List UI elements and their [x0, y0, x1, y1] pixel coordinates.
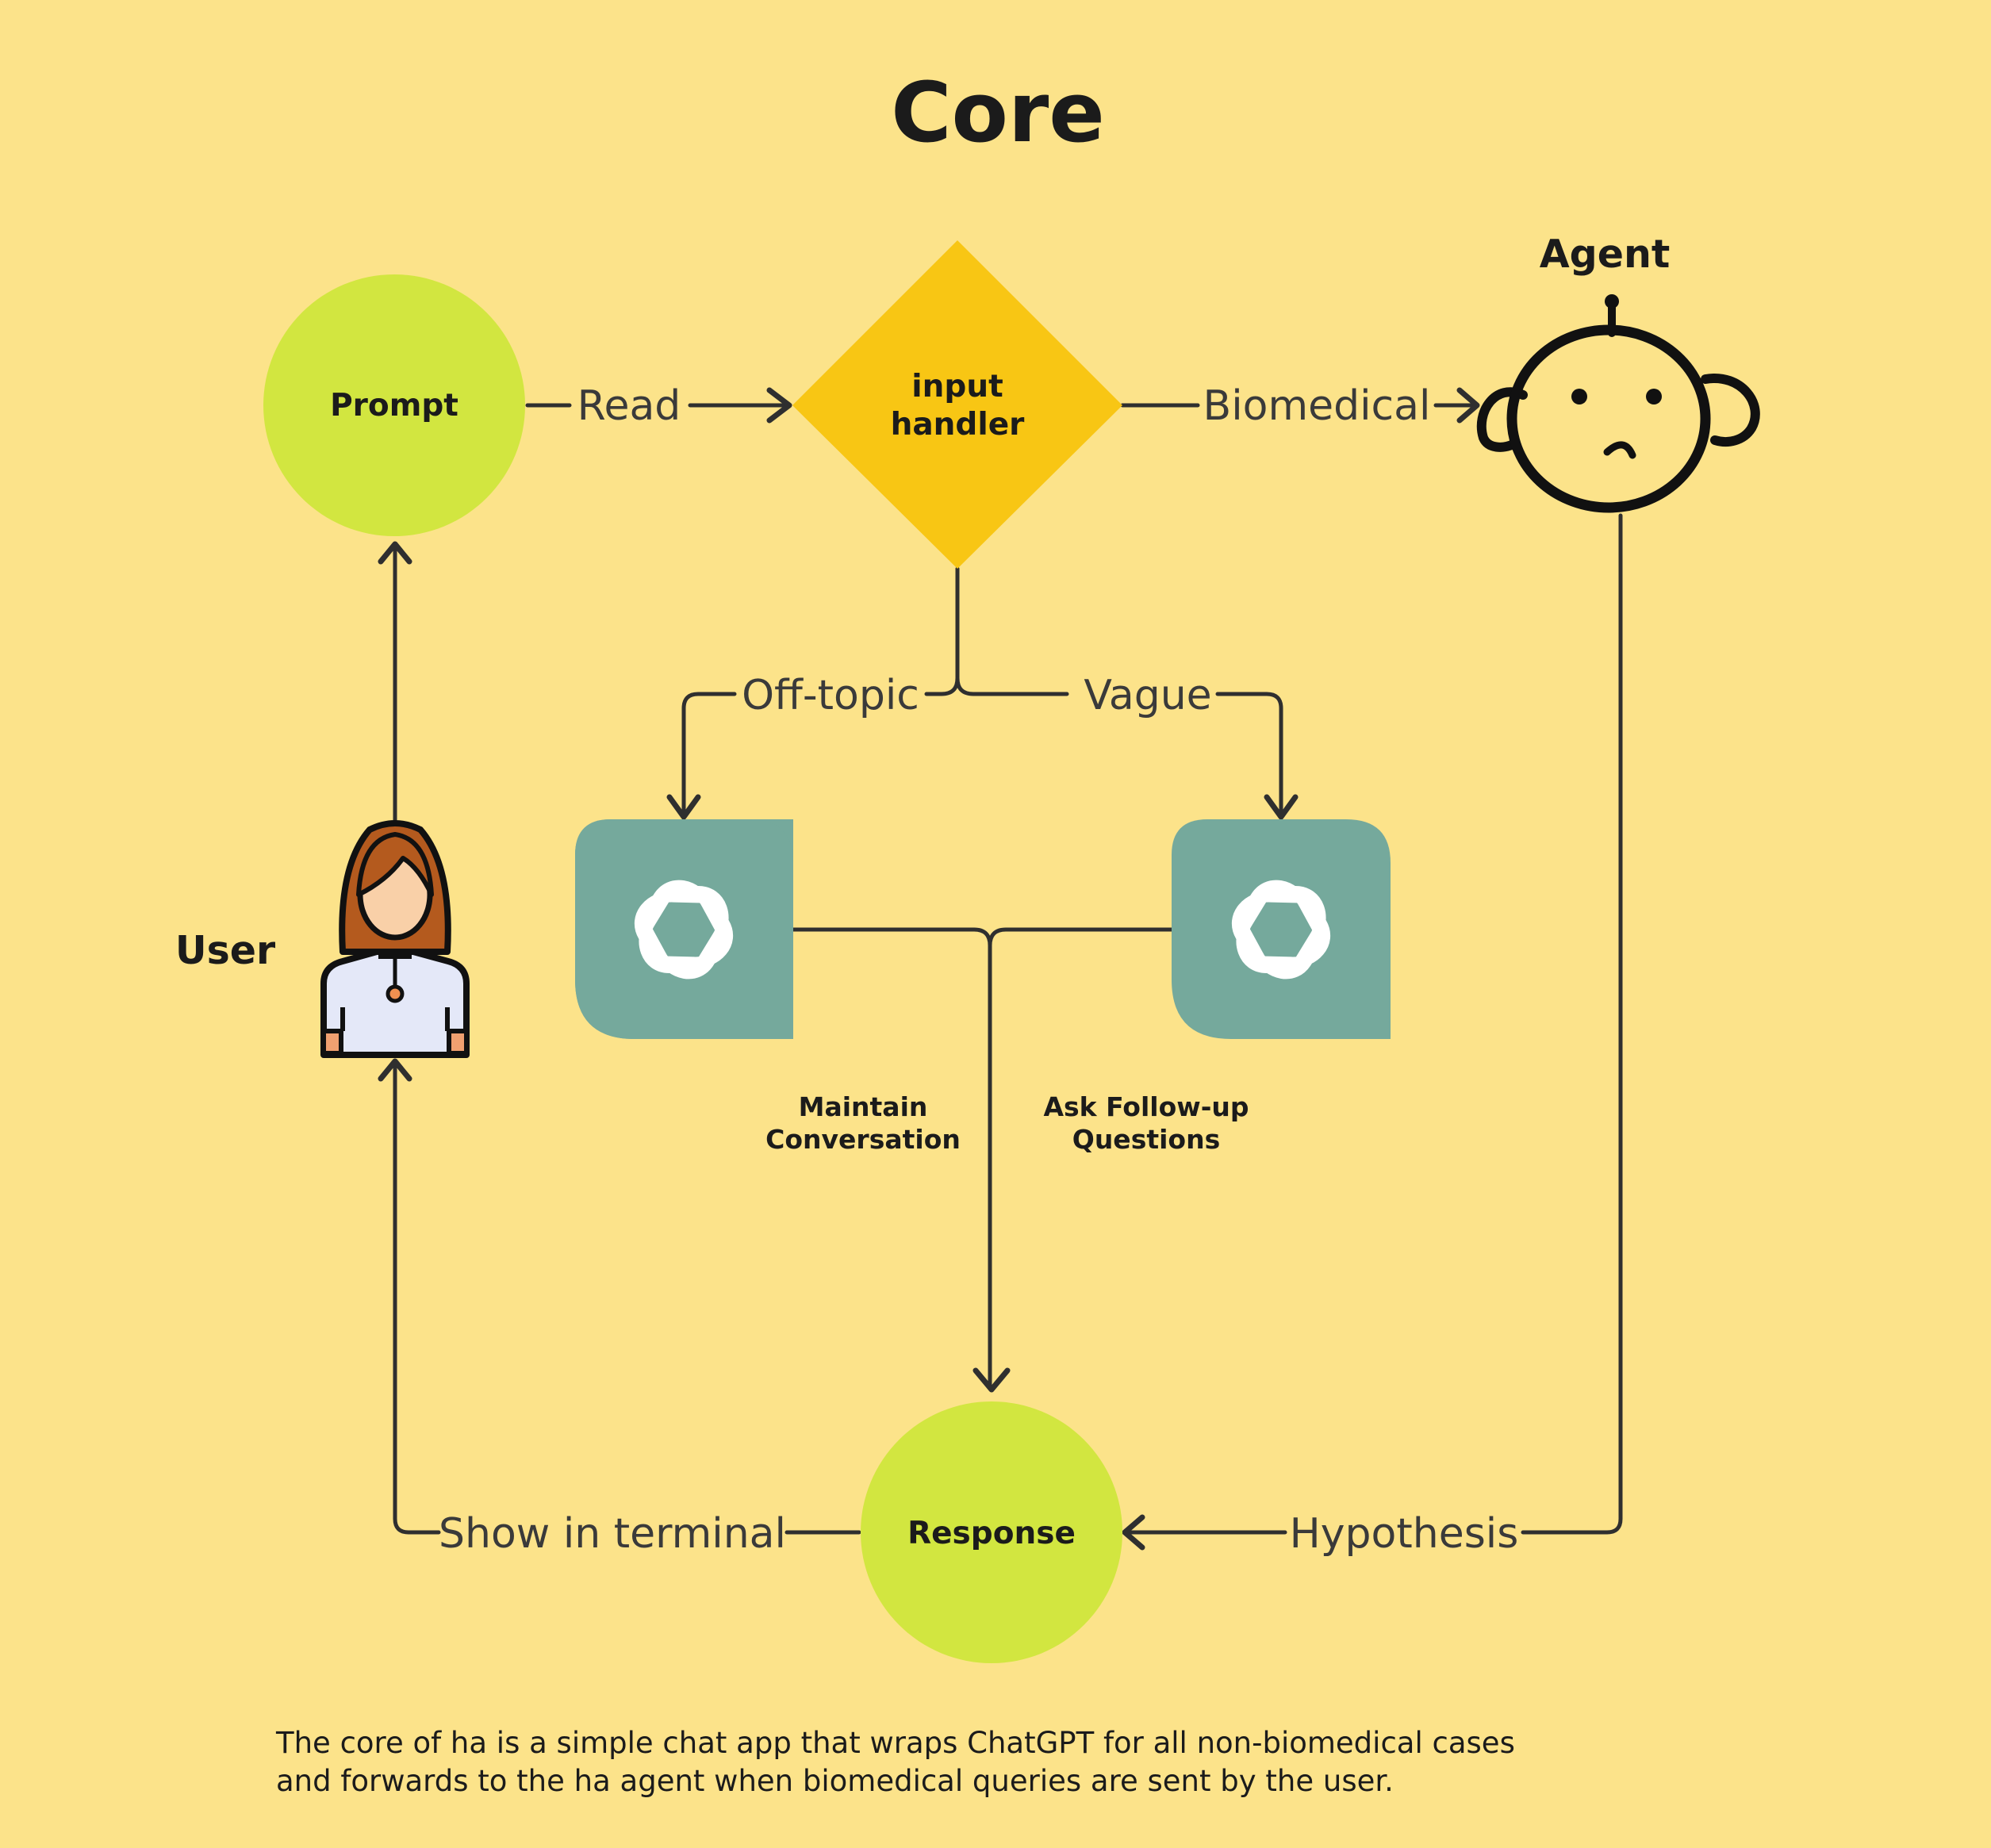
edge-label-show-in-terminal: Show in terminal	[439, 1510, 786, 1558]
edge-terminal-user-line	[393, 1060, 441, 1535]
edge-user-prompt-arrowhead	[378, 541, 412, 565]
edge-handler-split-right	[955, 676, 1069, 696]
description-line1: The core of ha is a simple chat app that…	[275, 1726, 1515, 1760]
edge-offtopic-arrowhead	[666, 794, 701, 820]
edge-offtopic-line	[681, 692, 737, 815]
edge-hypothesis-arrowhead	[1122, 1514, 1145, 1551]
edge-response-arrowhead	[972, 1367, 1011, 1393]
input-handler-node	[792, 240, 1122, 569]
input-handler-label-line1: input	[911, 369, 1003, 404]
edge-llm-right-to-response	[988, 927, 1174, 948]
edge-vague-arrowhead	[1264, 794, 1299, 820]
edge-biomedical-arrowhead	[1456, 387, 1480, 424]
edge-handler-split-line	[924, 566, 960, 696]
edge-label-vague: Vague	[1084, 672, 1211, 719]
edge-label-read: Read	[577, 382, 681, 430]
edge-vague-line	[1215, 692, 1283, 815]
prompt-node	[263, 274, 525, 536]
prompt-label: Prompt	[330, 388, 458, 424]
caption-ask-line2: Questions	[1072, 1124, 1220, 1155]
edge-label-off-topic: Off-topic	[742, 672, 919, 719]
description-line2: and forwards to the ha agent when biomed…	[276, 1764, 1394, 1798]
edge-terminal-arrowhead	[378, 1058, 412, 1082]
user-title: User	[175, 928, 276, 973]
caption-maintain-line1: Maintain	[799, 1091, 928, 1122]
llm-tile-vague	[1172, 819, 1391, 1039]
response-label: Response	[907, 1516, 1076, 1551]
edge-llm-left-to-response	[791, 927, 992, 1390]
llm-tile-off-topic	[575, 819, 793, 1039]
diagram-title: Core	[891, 64, 1105, 161]
agent-title: Agent	[1540, 232, 1671, 277]
user-avatar-icon	[320, 820, 470, 1058]
agent-face-icon	[1476, 294, 1760, 513]
edge-agent-hypothesis-line	[1521, 513, 1623, 1535]
edge-read-arrowhead	[766, 387, 792, 424]
caption-ask-line1: Ask Follow-up	[1043, 1091, 1249, 1122]
edge-label-hypothesis: Hypothesis	[1290, 1510, 1519, 1558]
caption-maintain-line2: Conversation	[765, 1124, 961, 1155]
input-handler-label-line2: handler	[891, 407, 1026, 443]
edge-label-biomedical: Biomedical	[1203, 382, 1431, 430]
response-node	[861, 1401, 1122, 1663]
